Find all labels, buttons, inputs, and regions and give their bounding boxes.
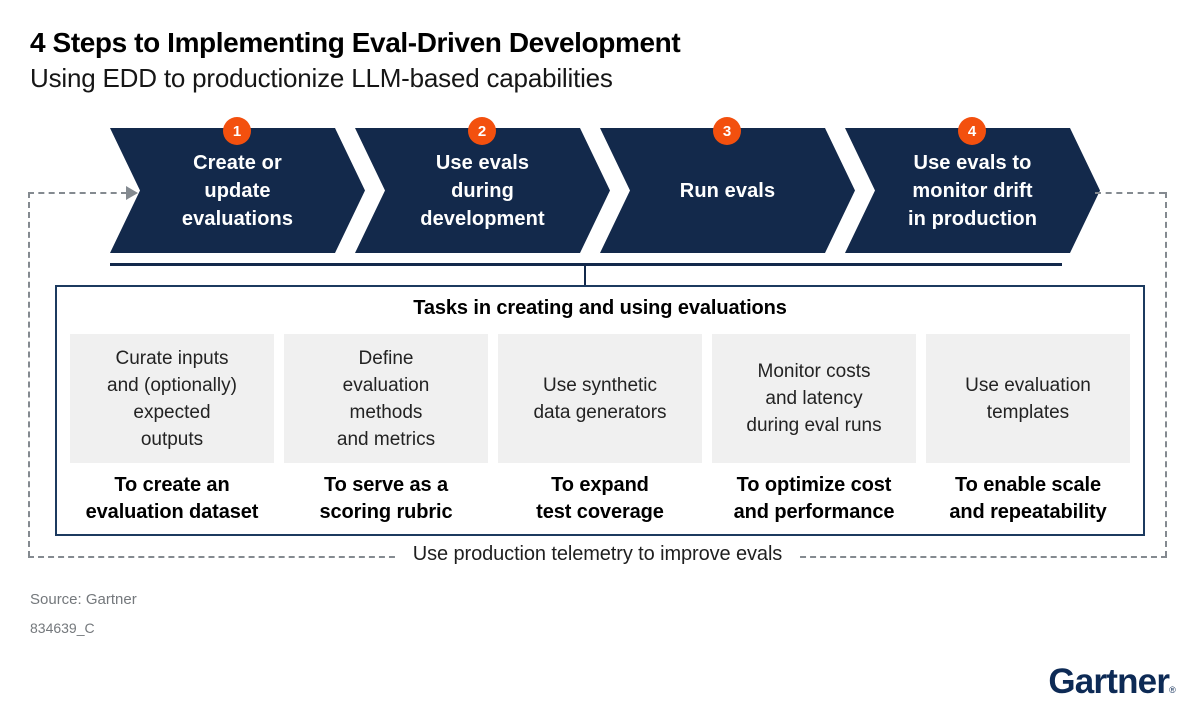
task-column-2: Define evaluation methods and metrics To… (284, 334, 488, 526)
task-cell-5: Use evaluation templates (926, 334, 1130, 463)
step-number-badge-2: 2 (468, 117, 496, 145)
step-chevron-4: Use evals to monitor drift in production (845, 128, 1100, 253)
task-cell-2: Define evaluation methods and metrics (284, 334, 488, 463)
task-cell-4: Monitor costs and latency during eval ru… (712, 334, 916, 463)
gartner-logo: Gartner® (1048, 662, 1175, 702)
step-number-badge-4: 4 (958, 117, 986, 145)
feedback-loop-left-line (28, 192, 30, 557)
step-number-badge-1: 1 (223, 117, 251, 145)
step-label-3: Run evals (679, 179, 776, 202)
task-column-1: Curate inputs and (optionally) expected … (70, 334, 274, 526)
feedback-loop-entry-line (28, 192, 127, 194)
registered-mark-icon: ® (1169, 685, 1176, 695)
page-title: 4 Steps to Implementing Eval-Driven Deve… (30, 27, 681, 58)
tasks-grid: Curate inputs and (optionally) expected … (57, 334, 1143, 526)
step-number-badge-3: 3 (713, 117, 741, 145)
gartner-logo-text: Gartner (1048, 662, 1170, 701)
task-purpose-2: To serve as a scoring rubric (319, 474, 453, 523)
task-column-3: Use synthetic data generators To expand … (498, 334, 702, 526)
document-id-text: 834639_C (30, 620, 95, 636)
steps-underline-rule (110, 263, 1062, 266)
task-column-4: Monitor costs and latency during eval ru… (712, 334, 916, 526)
step-label-4: Use evals to monitor drift in production (907, 151, 1038, 230)
task-column-5: Use evaluation templates To enable scale… (926, 334, 1130, 526)
tasks-panel-title: Tasks in creating and using evaluations (413, 297, 787, 319)
step-label-1: Create or update evaluations (181, 151, 294, 230)
tasks-panel: Tasks in creating and using evaluations … (55, 285, 1145, 536)
source-text: Source: Gartner (30, 591, 137, 608)
task-purpose-1: To create an evaluation dataset (85, 474, 259, 523)
feedback-loop-label: Use production telemetry to improve eval… (394, 543, 801, 566)
feedback-arrow-icon (126, 186, 138, 200)
feedback-loop-label-holder: Use production telemetry to improve eval… (28, 543, 1167, 566)
vertical-connector (584, 263, 586, 287)
step-chevron-1: Create or update evaluations (110, 128, 365, 253)
feedback-loop-top-right-line (1095, 192, 1165, 194)
task-purpose-5: To enable scale and repeatability (949, 474, 1107, 523)
task-cell-1: Curate inputs and (optionally) expected … (70, 334, 274, 463)
step-chevron-2: Use evals during development (355, 128, 610, 253)
task-purpose-3: To expand test coverage (536, 474, 664, 523)
task-purpose-4: To optimize cost and performance (733, 474, 895, 523)
page-subtitle: Using EDD to productionize LLM-based cap… (30, 63, 613, 93)
step-label-2: Use evals during development (420, 151, 545, 230)
step-chevron-3: Run evals (600, 128, 855, 253)
feedback-loop-right-line (1165, 192, 1167, 557)
task-cell-3: Use synthetic data generators (498, 334, 702, 463)
